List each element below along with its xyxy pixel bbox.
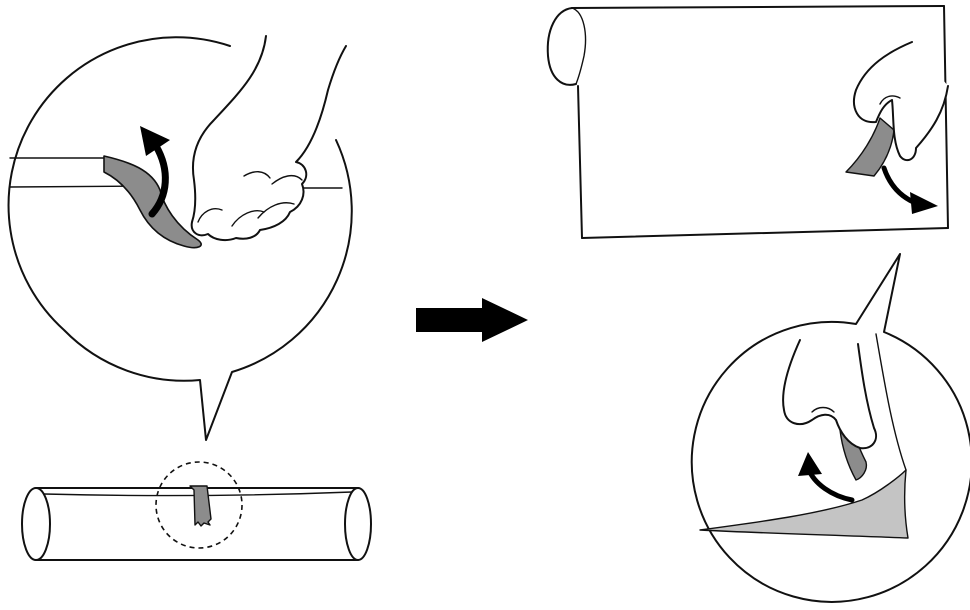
sheet-left-edge — [577, 85, 583, 239]
tape-peeled-sheet — [845, 117, 895, 177]
hand-icon — [853, 41, 949, 162]
highlight-circle — [155, 461, 243, 549]
tape-strip-icon — [189, 485, 212, 527]
roll-right-end — [344, 487, 372, 561]
zoom-bubble-right-outline — [690, 253, 970, 603]
zoom-bubble-right — [690, 253, 970, 603]
curved-arrow-icon — [798, 452, 855, 503]
sheet-top-edge — [571, 5, 945, 9]
right-arrow-icon — [416, 298, 528, 342]
film-peeled-right — [699, 469, 909, 539]
sheet-bottom-edge — [581, 227, 949, 239]
sheet-curl-inner — [571, 7, 587, 85]
sheet-corner-edge — [875, 333, 907, 471]
sheet-right-edge — [943, 5, 949, 229]
zoom-bubble-left — [7, 35, 353, 441]
hand-icon — [782, 339, 878, 450]
roll-left-end — [21, 487, 51, 561]
tape-lifted-left — [103, 155, 202, 249]
unrolled-sheet — [546, 5, 949, 239]
sheet-curl-outer — [546, 7, 577, 86]
hand-icon — [190, 35, 347, 242]
curved-arrow-icon — [881, 165, 938, 214]
curved-arrow-icon — [140, 126, 170, 218]
zoom-bubble-left-outline — [7, 36, 353, 441]
